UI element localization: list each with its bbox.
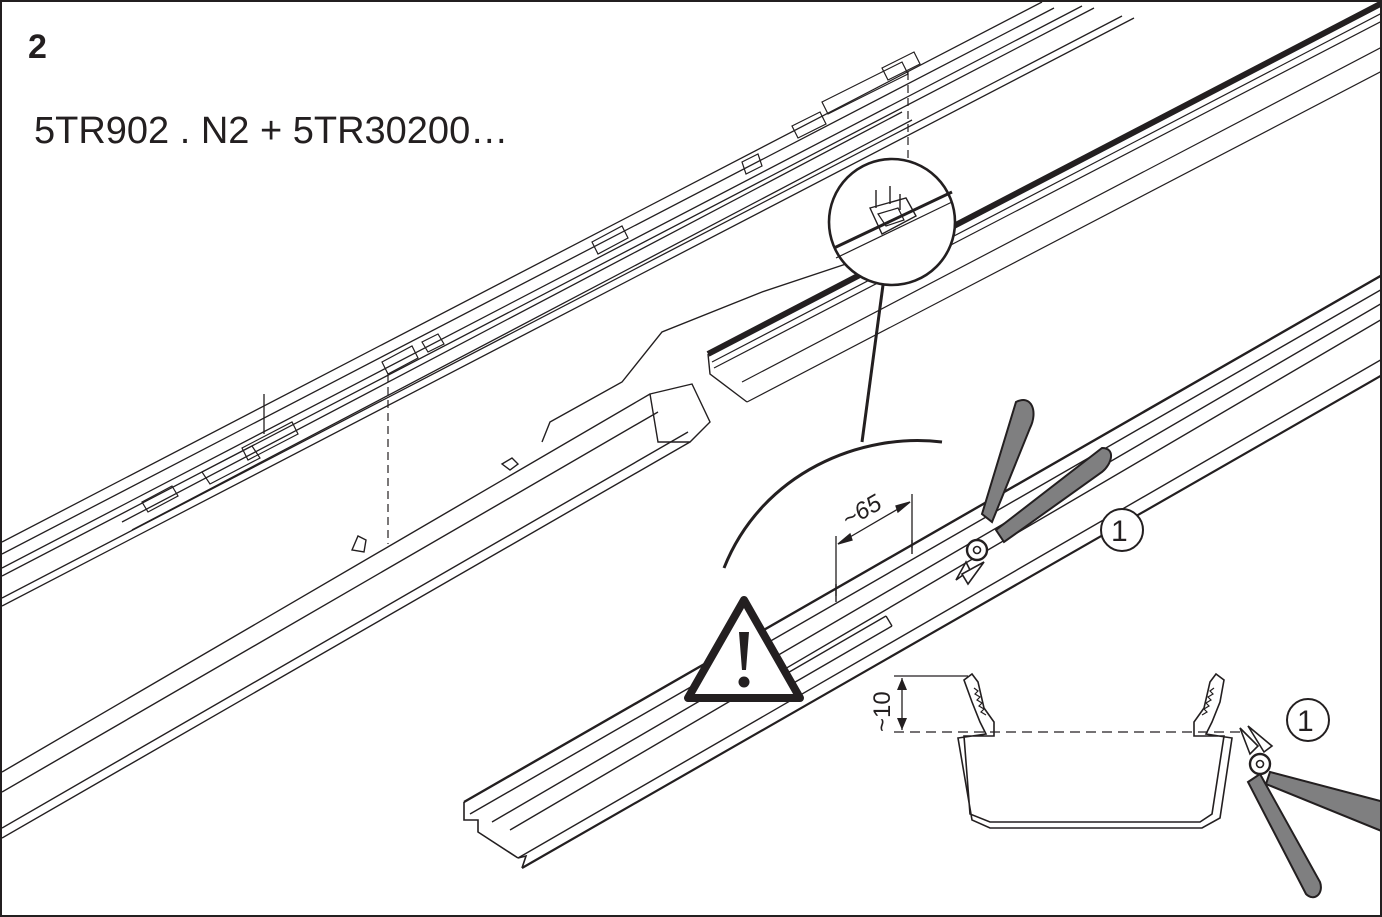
magnifier-detail-circle: [827, 157, 957, 443]
dimension-10-label: ~10: [869, 691, 896, 732]
luminaire-insert: [2, 261, 853, 839]
dimension-65: [835, 494, 913, 596]
trunking-cross-section: [894, 672, 1242, 829]
detail-view-arc: [722, 439, 943, 569]
callout-1-top-label: 1: [1111, 515, 1128, 548]
side-cutter-pliers-icon: [955, 399, 1112, 586]
callout-1-top: [1100, 508, 1144, 552]
dimension-65-label: ~65: [838, 489, 887, 533]
callout-1-bottom: [1286, 698, 1330, 742]
product-code-title: 5TR902 . N2 + 5TR30200…: [34, 110, 509, 152]
upper-rail-profile: [2, 2, 1135, 607]
lower-trunking-rail: [463, 274, 1380, 869]
upper-right-trunking: [706, 2, 1380, 403]
side-cutter-pliers-section-icon: [1239, 725, 1380, 899]
callout-1-bottom-label: 1: [1297, 705, 1314, 738]
step-number: 2: [28, 28, 47, 66]
warning-triangle-icon: [684, 596, 804, 702]
